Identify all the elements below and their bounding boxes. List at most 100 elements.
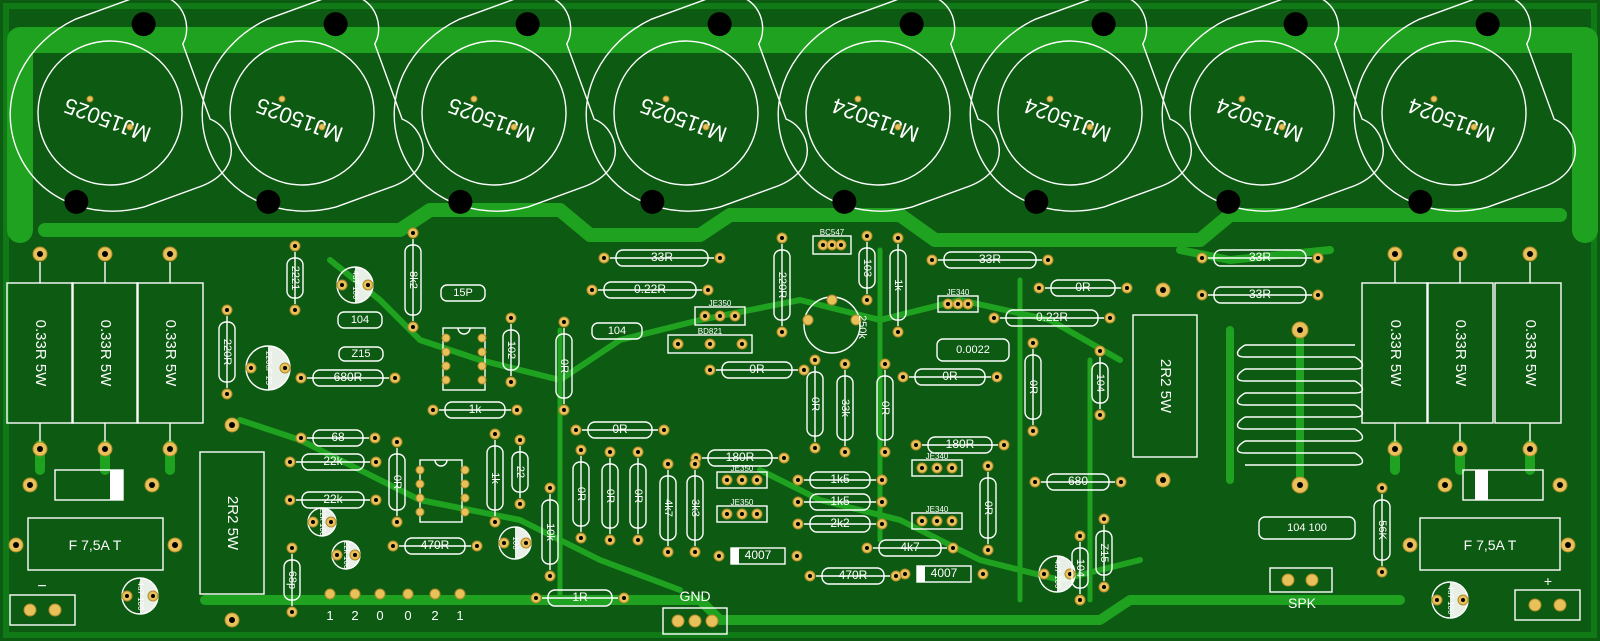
row-label-4: 0 — [404, 608, 411, 623]
transistor-q8 — [1353, 0, 1576, 214]
emitter-resistors-right: 0.33R 5W 0.33R 5W 0.33R 5W — [1361, 246, 1562, 457]
label-r-220r-a: 220R — [221, 339, 233, 365]
r5w-left-2: 0.33R 5W — [97, 320, 114, 388]
label-t-je350-c: JE350 — [731, 498, 754, 507]
label-r-1k-b: 1k — [892, 279, 904, 291]
connector-spk-label: SPK — [1288, 595, 1317, 611]
label-r-4k7-b: 4k7 — [900, 540, 920, 554]
label-r-470r-a: 470R — [421, 538, 450, 552]
label-t-je350-a: JE350 — [709, 299, 732, 308]
component-c-4u7-100-a: 4u7 100 — [336, 266, 374, 304]
connector-minus-label: − — [37, 578, 46, 595]
component-t-bc547: BC547 — [812, 228, 852, 255]
component-t-je340-a: JE340 — [937, 288, 979, 313]
component-t-je350-c: JE350 — [716, 498, 768, 523]
transistor-q5 — [777, 0, 1000, 214]
label-r-470r-b: 470R — [839, 568, 868, 582]
row-label-1: 1 — [326, 608, 333, 623]
label-r-0r-k: 0R — [604, 489, 616, 503]
label-t-bd821: BD821 — [698, 327, 723, 336]
label-r-1r: 1R — [572, 590, 588, 604]
component-r-470r-b: 470R — [804, 567, 902, 585]
label-pot-250k: 250k — [856, 315, 868, 339]
component-t-je350-b: JE350 — [716, 464, 768, 489]
component-r-0r-h: 0R — [876, 358, 894, 458]
label-r-0r-c: 0R — [942, 369, 958, 383]
r5w-left-3: 0.33R 5W — [162, 320, 179, 388]
component-r-0r-top: 0R — [1033, 279, 1133, 297]
label-r-1k5-b: 1k5 — [830, 494, 850, 508]
label-t-je350-b: JE350 — [731, 464, 754, 473]
resistor-2r2-left: 2R2 5W — [199, 417, 265, 628]
label-c-22k-100-a: 22k 100 — [318, 508, 327, 537]
component-c-4u7-100-b: 4u7 100 — [1038, 555, 1076, 593]
r5w-left-1: 0.33R 5W — [32, 320, 49, 388]
label-r-1k-c: 1k — [489, 472, 501, 484]
r5w-right-1: 0.33R 5W — [1387, 320, 1404, 388]
component-c-104-d: 104 — [1071, 530, 1089, 606]
label-r-8k2: 8k2 — [407, 271, 419, 289]
component-r-022r-2: 0.22R — [988, 309, 1116, 327]
component-r-1k-c: 1k — [486, 428, 504, 528]
row-label-3: 0 — [376, 608, 383, 623]
label-r-0r-d: 0R — [391, 475, 403, 489]
label-r-3k3: 3k3 — [689, 499, 701, 517]
component-t-je350-a: JE350 — [694, 299, 746, 326]
component-c-22k-100-a: 22k 100 — [307, 507, 337, 537]
component-z-z15-b: Z15 — [1095, 513, 1113, 593]
component-r-470r-a: 470R — [387, 537, 483, 555]
component-r-0r-k: 0R — [601, 446, 619, 546]
label-t-je340-b: JE340 — [926, 452, 949, 461]
label-r-33r-1: 33R — [651, 250, 673, 264]
label-c-104-c: 104 — [1094, 374, 1106, 392]
label-r-0r-m: 0R — [982, 501, 994, 515]
component-r-22k-b: 22k — [284, 491, 382, 509]
label-r-1k5-a: 1k5 — [830, 472, 850, 486]
component-r-33r-1: 33R — [598, 249, 726, 267]
component-c-22k-100-b: 22k 100 — [331, 540, 361, 570]
component-r-8k2: 8k2 — [404, 227, 422, 333]
label-r-0r-l: 0R — [632, 489, 644, 503]
resistor-2r2-right: 2R2 5W — [1132, 282, 1198, 488]
component-c-4u7-100-d: 4u7 100 — [1431, 581, 1469, 619]
component-r-33r-2: 33R — [926, 251, 1054, 269]
label-t-je340-c: JE340 — [926, 505, 949, 514]
component-r-0r-i: 0R — [1024, 337, 1042, 437]
transistor-q7 — [1161, 0, 1384, 214]
row-label-5: 2 — [431, 608, 438, 623]
fuse-right-label: F 7,5A T — [1464, 537, 1517, 553]
component-r-4k7-a: 4k7 — [659, 458, 677, 558]
output-coil — [1236, 321, 1364, 494]
component-r-68: 68 — [295, 429, 381, 447]
label-r-33r-4: 33R — [1249, 287, 1271, 301]
label-c-4u7-100-c: 4u7 100 — [136, 582, 145, 611]
label-c-4u7-100-a: 4u7 100 — [351, 271, 360, 300]
label-r-180r-b: 180R — [946, 437, 975, 451]
component-c-104-a: 104 — [337, 311, 383, 329]
r5w-right-3: 0.33R 5W — [1522, 320, 1539, 388]
component-r-680r: 680R — [295, 369, 401, 387]
label-r-1k-a: 1k — [469, 402, 483, 416]
label-r-680r: 680R — [334, 370, 363, 384]
component-r-1k5-b: 1k5 — [792, 493, 888, 511]
component-c-102: 102 — [502, 312, 520, 388]
label-c-00022: 0.0022 — [956, 344, 990, 356]
connector-gnd: GND — [662, 588, 728, 635]
label-c-103: 103 — [861, 259, 873, 277]
label-r-10k: 10k — [544, 523, 556, 541]
label-r-33r-2: 33R — [979, 252, 1001, 266]
component-r-0r-f: 0R — [570, 421, 670, 439]
label-t-bc547: BC547 — [820, 228, 845, 237]
label-r-0r-f: 0R — [612, 422, 628, 436]
transistor-q6 — [969, 0, 1192, 214]
label-r-022r-1: 0.22R — [634, 282, 666, 296]
label-r-22k-b: 22k — [323, 492, 343, 506]
connector-gnd-label: GND — [679, 588, 710, 604]
component-c-104-100: 104 100 — [1258, 516, 1356, 540]
transistor-q4 — [585, 0, 808, 214]
label-r-0r-i: 0R — [1027, 380, 1039, 394]
component-c-2221: 2221 — [286, 240, 304, 316]
component-c-220u-25: 220uF 25 — [245, 345, 291, 391]
label-c-4u7-100-d: 4u7 100 — [1446, 586, 1455, 615]
label-r-68: 68 — [331, 430, 345, 444]
